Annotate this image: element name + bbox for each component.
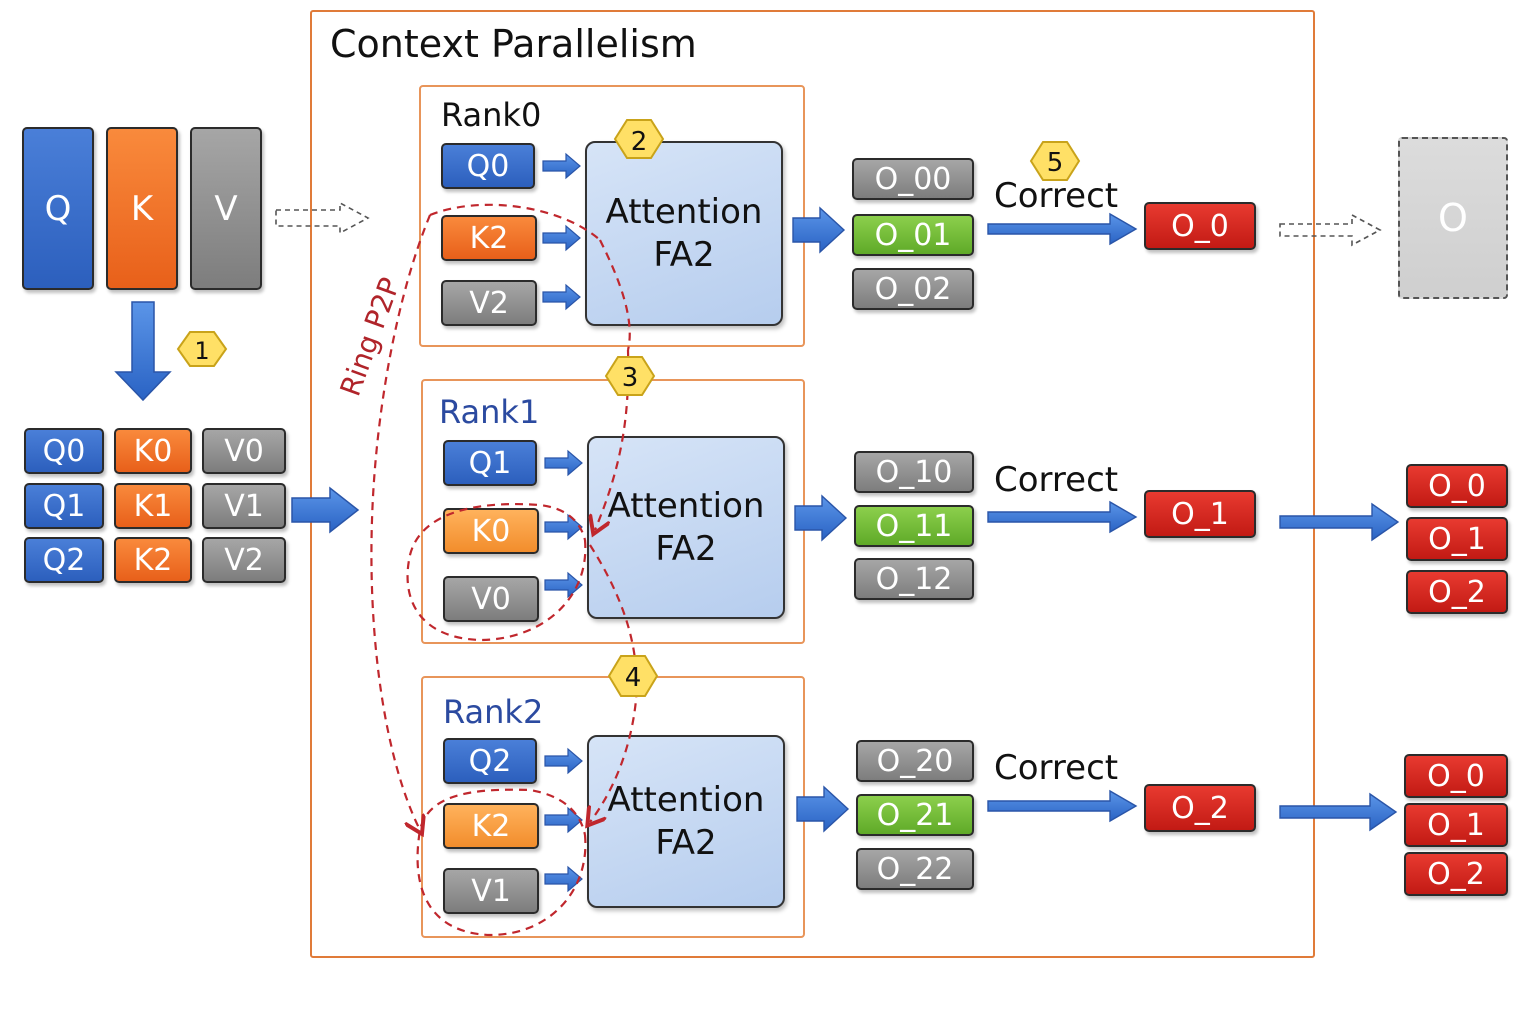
- rank2-q-block: Q2: [443, 738, 537, 784]
- input-k-block: K: [106, 127, 178, 290]
- rank2-label: Rank2: [443, 693, 544, 731]
- diagram-title: Context Parallelism: [330, 22, 697, 66]
- split-q0: Q0: [24, 428, 104, 474]
- attention-output-arrows: [792, 206, 850, 833]
- rank0-label: Rank0: [441, 96, 542, 134]
- step-badge-5: 5: [1029, 141, 1081, 181]
- rank0-partial-out-0: O_00: [852, 158, 974, 200]
- split-q1: Q1: [24, 483, 104, 529]
- step-badge-2: 2: [613, 119, 665, 159]
- rank0-q-block: Q0: [441, 143, 535, 189]
- rank2-partial-out-1: O_21: [856, 794, 974, 836]
- input-q-block: Q: [22, 127, 94, 290]
- input-to-cp-dashed-arrow: [275, 201, 370, 235]
- gathered1-o2: O_2: [1406, 570, 1508, 614]
- rank1-v-block: V0: [443, 576, 539, 622]
- svg-text:5: 5: [1047, 148, 1064, 178]
- rank2-v-block: V1: [443, 868, 539, 914]
- step-badge-4: 4: [607, 655, 659, 697]
- rank0-result: O_0: [1144, 202, 1256, 250]
- correct-arrows: [987, 212, 1138, 823]
- rank2-correct-label: Correct: [994, 748, 1119, 788]
- split-k0: K0: [114, 428, 192, 474]
- gathered1-o1: O_1: [1406, 517, 1508, 561]
- rank0-attention-fa2: Attention FA2: [585, 141, 783, 326]
- rank1-partial-out-0: O_10: [854, 451, 974, 493]
- step-badge-1: 1: [176, 331, 228, 367]
- step-badge-3: 3: [604, 356, 656, 396]
- rank-input-arrows: [542, 152, 583, 893]
- split-k1: K1: [114, 483, 192, 529]
- gathered2-o1: O_1: [1404, 803, 1508, 847]
- rank2-k-block: K2: [443, 803, 539, 849]
- rank0-correct-label: Correct: [994, 176, 1119, 216]
- svg-text:3: 3: [622, 363, 639, 393]
- rank1-correct-label: Correct: [994, 460, 1119, 500]
- gather-arrows: [1279, 502, 1400, 832]
- rank1-k-block: K0: [443, 508, 539, 554]
- context-parallelism-frame: [310, 10, 1315, 958]
- split-v1: V1: [202, 483, 286, 529]
- result-to-final-dashed-arrow: [1279, 213, 1382, 247]
- rank1-q-block: Q1: [443, 440, 537, 486]
- rank1-fa2-label: FA2: [655, 528, 717, 569]
- rank2-fa2-label: FA2: [655, 822, 717, 863]
- rank2-attention-fa2: Attention FA2: [587, 735, 785, 908]
- split-to-cp-arrow: [291, 486, 360, 534]
- rank2-attention-label: Attention: [607, 780, 765, 820]
- ring-p2p-path: [370, 203, 638, 937]
- split-v2: V2: [202, 537, 286, 583]
- svg-text:1: 1: [194, 337, 209, 365]
- split-v0: V0: [202, 428, 286, 474]
- rank1-result: O_1: [1144, 490, 1256, 538]
- rank2-partial-out-0: O_20: [856, 740, 974, 782]
- rank1-attention-fa2: Attention FA2: [587, 436, 785, 619]
- final-output-label: O: [1438, 196, 1468, 240]
- rank0-k-block: K2: [441, 215, 537, 261]
- rank0-box: [419, 85, 805, 347]
- rank2-partial-out-2: O_22: [856, 848, 974, 890]
- rank0-fa2-label: FA2: [653, 234, 715, 275]
- rank0-v-block: V2: [441, 280, 537, 326]
- rank1-partial-out-2: O_12: [854, 558, 974, 600]
- rank0-attention-label: Attention: [605, 192, 763, 232]
- input-v-block: V: [190, 127, 262, 290]
- gathered1-o0: O_0: [1406, 464, 1508, 508]
- svg-text:4: 4: [625, 663, 642, 693]
- rank1-attention-label: Attention: [607, 486, 765, 526]
- rank1-label: Rank1: [439, 393, 540, 431]
- rank1-partial-out-1: O_11: [854, 505, 974, 547]
- final-output-block: O: [1398, 137, 1508, 299]
- split-down-arrow: [114, 301, 172, 402]
- gathered2-o2: O_2: [1404, 852, 1508, 896]
- ring-p2p-label: Ring P2P: [334, 273, 407, 400]
- svg-text:2: 2: [631, 127, 648, 157]
- rank2-result: O_2: [1144, 784, 1256, 832]
- split-q2: Q2: [24, 537, 104, 583]
- split-k2: K2: [114, 537, 192, 583]
- gathered2-o0: O_0: [1404, 754, 1508, 798]
- rank0-partial-out-1: O_01: [852, 214, 974, 256]
- rank0-partial-out-2: O_02: [852, 268, 974, 310]
